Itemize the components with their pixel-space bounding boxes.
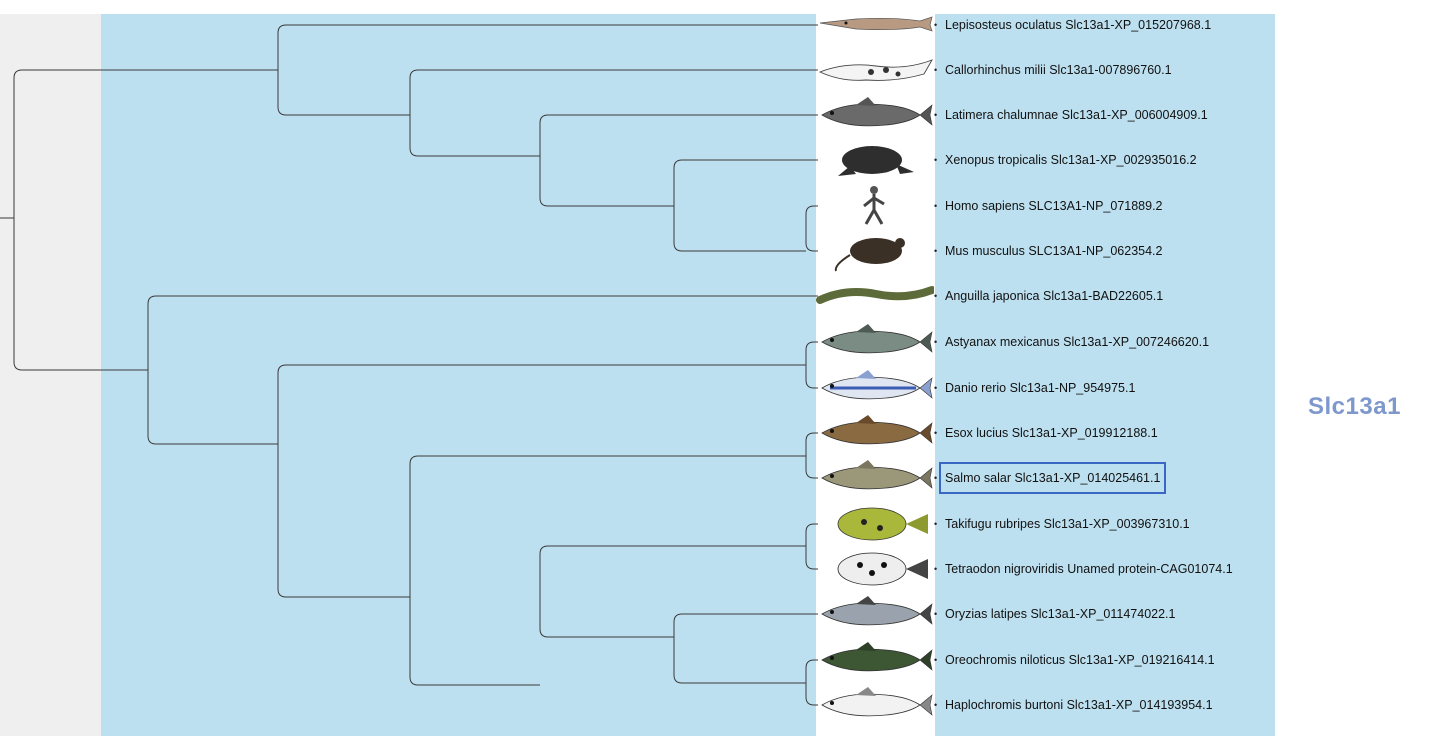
leaf-arrow: • bbox=[934, 378, 937, 398]
node-540b-vertical bbox=[540, 546, 548, 637]
leaf-arrow: • bbox=[934, 514, 937, 534]
leaf-label: Esox lucius Slc13a1-XP_019912188.1 bbox=[945, 423, 1158, 443]
salmon-icon bbox=[816, 456, 934, 500]
leaf-arrow: • bbox=[934, 604, 937, 624]
node-806a-vertical bbox=[806, 206, 814, 251]
root-node-vertical bbox=[14, 70, 22, 370]
cichlid-icon bbox=[816, 683, 934, 727]
node-674b-vertical bbox=[674, 614, 682, 683]
medaka-icon bbox=[816, 592, 934, 636]
elephant-shark-icon bbox=[816, 48, 934, 92]
leaf-label: Homo sapiens SLC13A1-NP_071889.2 bbox=[945, 196, 1163, 216]
human-icon bbox=[816, 184, 934, 228]
leaf-label: Anguilla japonica Slc13a1-BAD22605.1 bbox=[945, 286, 1163, 306]
leaf-label: Latimera chalumnae Slc13a1-XP_006004909.… bbox=[945, 105, 1208, 125]
node-806e-vertical bbox=[806, 660, 814, 705]
node-upper-vertical bbox=[278, 25, 286, 115]
leaf-arrow: • bbox=[934, 15, 937, 35]
node-410b-vertical bbox=[410, 456, 418, 685]
frog-icon bbox=[816, 138, 934, 182]
cavefish-icon bbox=[816, 320, 934, 364]
pufferfish-icon bbox=[816, 547, 934, 591]
node-806d-vertical bbox=[806, 524, 814, 569]
node-410-vertical bbox=[410, 70, 418, 156]
leaf-label: Salmo salar Slc13a1-XP_014025461.1 bbox=[945, 468, 1160, 488]
leaf-arrow: • bbox=[934, 332, 937, 352]
leaf-label: Oryzias latipes Slc13a1-XP_011474022.1 bbox=[945, 604, 1175, 624]
node-674-vertical bbox=[674, 160, 682, 251]
leaf-arrow: • bbox=[934, 150, 937, 170]
leaf-arrow: • bbox=[934, 468, 937, 488]
node-806b-vertical bbox=[806, 342, 814, 388]
leaf-label: Callorhinchus milii Slc13a1-007896760.1 bbox=[945, 60, 1172, 80]
gene-title: Slc13a1 bbox=[1308, 393, 1401, 421]
fugu-icon bbox=[816, 502, 934, 546]
mouse-icon bbox=[816, 229, 934, 273]
leaf-label: Lepisosteus oculatus Slc13a1-XP_01520796… bbox=[945, 15, 1211, 35]
leaf-arrow: • bbox=[934, 559, 937, 579]
node-540-vertical bbox=[540, 115, 548, 206]
leaf-label: Astyanax mexicanus Slc13a1-XP_007246620.… bbox=[945, 332, 1209, 352]
node-148-vertical bbox=[148, 296, 156, 444]
leaf-arrow: • bbox=[934, 286, 937, 306]
leaf-arrow: • bbox=[934, 241, 937, 261]
node-278-vertical bbox=[278, 365, 286, 597]
node-806c-vertical bbox=[806, 433, 814, 478]
pike-icon bbox=[816, 411, 934, 455]
tilapia-icon bbox=[816, 638, 934, 682]
leaf-label: Haplochromis burtoni Slc13a1-XP_01419395… bbox=[945, 695, 1213, 715]
leaf-arrow: • bbox=[934, 423, 937, 443]
zebrafish-icon bbox=[816, 366, 934, 410]
leaf-label: Tetraodon nigroviridis Unamed protein-CA… bbox=[945, 559, 1233, 579]
gar-fish-icon bbox=[816, 3, 934, 47]
leaf-label: Xenopus tropicalis Slc13a1-XP_002935016.… bbox=[945, 150, 1197, 170]
leaf-arrow: • bbox=[934, 60, 937, 80]
eel-icon bbox=[816, 274, 934, 318]
leaf-label: Danio rerio Slc13a1-NP_954975.1 bbox=[945, 378, 1135, 398]
leaf-arrow: • bbox=[934, 695, 937, 715]
leaf-arrow: • bbox=[934, 650, 937, 670]
leaf-label: Mus musculus SLC13A1-NP_062354.2 bbox=[945, 241, 1162, 261]
leaf-label: Takifugu rubripes Slc13a1-XP_003967310.1 bbox=[945, 514, 1190, 534]
leaf-arrow: • bbox=[934, 105, 937, 125]
leaf-arrow: • bbox=[934, 196, 937, 216]
coelacanth-icon bbox=[816, 93, 934, 137]
leaf-label: Oreochromis niloticus Slc13a1-XP_0192164… bbox=[945, 650, 1215, 670]
